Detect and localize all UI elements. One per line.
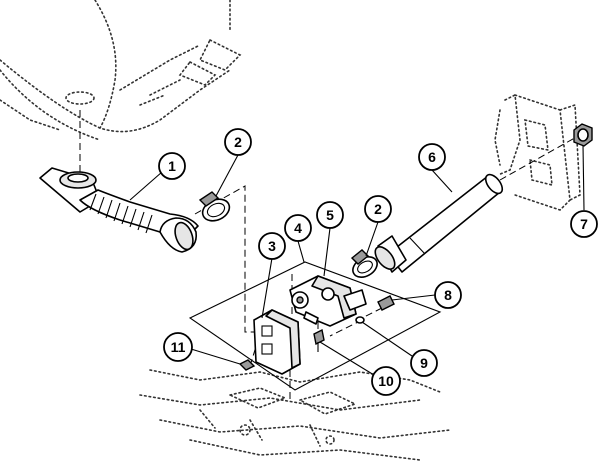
callout-11-label: 11 bbox=[171, 339, 186, 355]
tank-phantom bbox=[0, 0, 242, 141]
callout-9: 9 bbox=[410, 349, 438, 377]
screw-part-8 bbox=[377, 295, 395, 311]
callout-4: 4 bbox=[284, 214, 312, 242]
callout-2a: 2 bbox=[224, 128, 252, 156]
callout-6-label: 6 bbox=[428, 149, 436, 165]
bracket-part-3 bbox=[253, 309, 301, 375]
floor-phantom bbox=[139, 369, 451, 461]
callout-3: 3 bbox=[258, 232, 286, 260]
callout-8: 8 bbox=[434, 281, 462, 309]
callout-5-label: 5 bbox=[326, 207, 334, 223]
callout-6: 6 bbox=[418, 143, 446, 171]
callout-1-label: 1 bbox=[168, 158, 176, 174]
callout-7-label: 7 bbox=[580, 216, 588, 232]
washer-part-9 bbox=[355, 316, 365, 324]
screw-part-10 bbox=[313, 328, 325, 352]
callout-10: 10 bbox=[371, 366, 401, 396]
clamp-part-2b bbox=[350, 249, 378, 278]
assembly-outline bbox=[188, 261, 442, 391]
callout-11: 11 bbox=[163, 332, 193, 362]
alignment-lines bbox=[79, 110, 581, 400]
frame-phantom-right bbox=[494, 93, 581, 211]
clamp-part-2a bbox=[198, 191, 231, 222]
callout-7: 7 bbox=[570, 210, 598, 238]
callout-8-label: 8 bbox=[444, 287, 452, 303]
callout-2b: 2 bbox=[364, 195, 392, 223]
nut-part-11 bbox=[238, 359, 256, 371]
leader-lines bbox=[129, 144, 585, 376]
hose-part-1 bbox=[39, 167, 199, 253]
nut-part-7 bbox=[573, 123, 593, 147]
callout-10-label: 10 bbox=[378, 373, 394, 389]
callout-3-label: 3 bbox=[268, 238, 276, 254]
valve-part-5 bbox=[289, 275, 367, 327]
callout-4-label: 4 bbox=[294, 220, 302, 236]
callout-1: 1 bbox=[158, 152, 186, 180]
callout-9-label: 9 bbox=[420, 355, 428, 371]
callout-2a-label: 2 bbox=[234, 134, 242, 150]
hose-part-6 bbox=[374, 173, 504, 273]
callout-2b-label: 2 bbox=[374, 201, 382, 217]
callout-5: 5 bbox=[316, 201, 344, 229]
